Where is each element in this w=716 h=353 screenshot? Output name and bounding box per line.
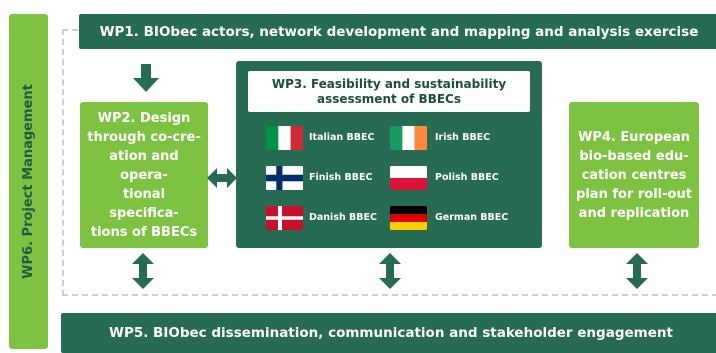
country-label-irish: Irish BBEC: [435, 132, 491, 143]
country-label-polish: Polish BBEC: [435, 172, 499, 183]
wp5-box: WP5. BIObec dissemination, communication…: [61, 313, 716, 353]
wp2-line: tional specifica-: [109, 186, 179, 221]
wp3-title-line: assessment of BBECs: [317, 91, 461, 106]
vertical-double-arrow-icon: [132, 253, 154, 289]
wp2-line: ation and opera-: [109, 148, 179, 183]
italy-flag-icon: [266, 126, 303, 150]
country-label-danish: Danish BBEC: [309, 212, 377, 223]
wp2-box: WP2. Design through co-cre- ation and op…: [80, 102, 208, 248]
ireland-flag-icon: [390, 126, 427, 150]
wp2-line: through co-cre-: [87, 129, 201, 145]
wp3-title: WP3. Feasibility and sustainability asse…: [248, 71, 530, 112]
wp6-label-container: WP6. Project Management: [9, 14, 48, 349]
wp4-line: bio-based edu-: [579, 148, 689, 164]
wp2-line: WP2. Design: [97, 110, 191, 126]
country-label-italian: Italian BBEC: [309, 132, 375, 143]
germany-flag-icon: [390, 206, 427, 230]
wp6-bar: [9, 14, 48, 349]
horizontal-double-arrow-icon: [207, 167, 237, 189]
wp4-line: WP4. European: [577, 129, 690, 145]
vertical-double-arrow-icon: [379, 253, 401, 289]
wp1-label: WP1. BIObec actors, network development …: [99, 23, 699, 40]
country-label-german: German BBEC: [435, 212, 509, 223]
wp2-line: tions of BBECs: [90, 224, 198, 240]
poland-flag-icon: [390, 166, 427, 190]
down-arrow-icon: [133, 64, 159, 92]
wp4-line: plan for roll-out: [576, 186, 692, 202]
wp4-text: WP4. European bio-based edu- cation cent…: [576, 128, 692, 223]
country-label-finish: Finish BBEC: [309, 172, 373, 183]
finland-flag-icon: [266, 166, 303, 190]
wp1-box: WP1. BIObec actors, network development …: [79, 14, 716, 49]
wp2-text: WP2. Design through co-cre- ation and op…: [86, 109, 202, 242]
denmark-flag-icon: [266, 206, 303, 230]
wp4-line: and replication: [578, 205, 690, 221]
wp4-box: WP4. European bio-based edu- cation cent…: [569, 102, 699, 248]
wp3-title-line: WP3. Feasibility and sustainability: [271, 76, 507, 91]
wp4-line: cation centres: [581, 167, 687, 183]
vertical-double-arrow-icon: [626, 253, 648, 289]
wp6-label: WP6. Project Management: [21, 84, 37, 279]
wp5-label: WP5. BIObec dissemination, communication…: [109, 325, 673, 341]
